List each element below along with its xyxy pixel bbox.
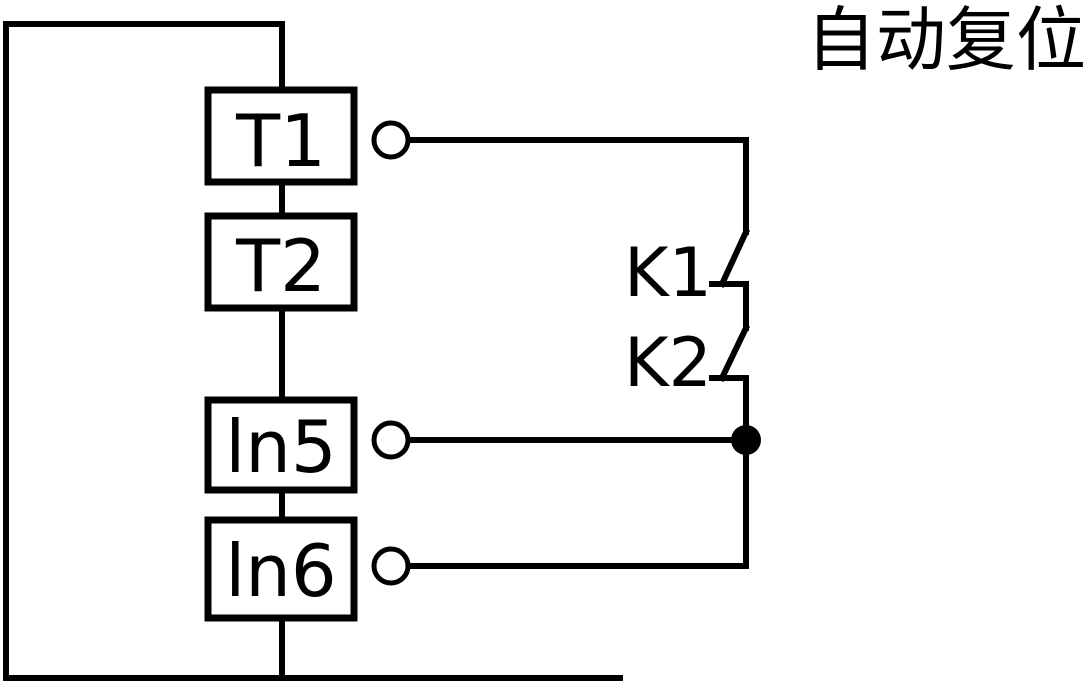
terminal-label-t1: T1 [235,99,326,183]
terminal-circle-ln5 [371,420,411,460]
terminal-box-t1 [204,86,358,186]
wire-junction-to-ln6 [407,437,749,569]
terminal-circle-ln6 [371,546,411,586]
switch-label-k2: K2 [624,324,712,403]
terminal-box-t2 [204,212,358,312]
terminal-label-t2: T2 [235,224,326,308]
junction-dot [731,425,761,455]
wire-t1-to-switches [407,137,749,235]
loop-wire [3,21,623,681]
diagram-title: 自动复位 [806,0,1086,81]
terminal-label-ln6: ln6 [225,529,336,613]
switch-k1-contact [718,228,750,288]
switch-k2-contact [717,323,751,383]
terminal-box-ln6 [204,516,358,622]
switch-label-k1: K1 [624,234,712,313]
terminal-box-ln5 [204,396,358,494]
terminal-label-ln5: ln5 [225,405,336,489]
terminal-circle-t1 [371,120,411,160]
